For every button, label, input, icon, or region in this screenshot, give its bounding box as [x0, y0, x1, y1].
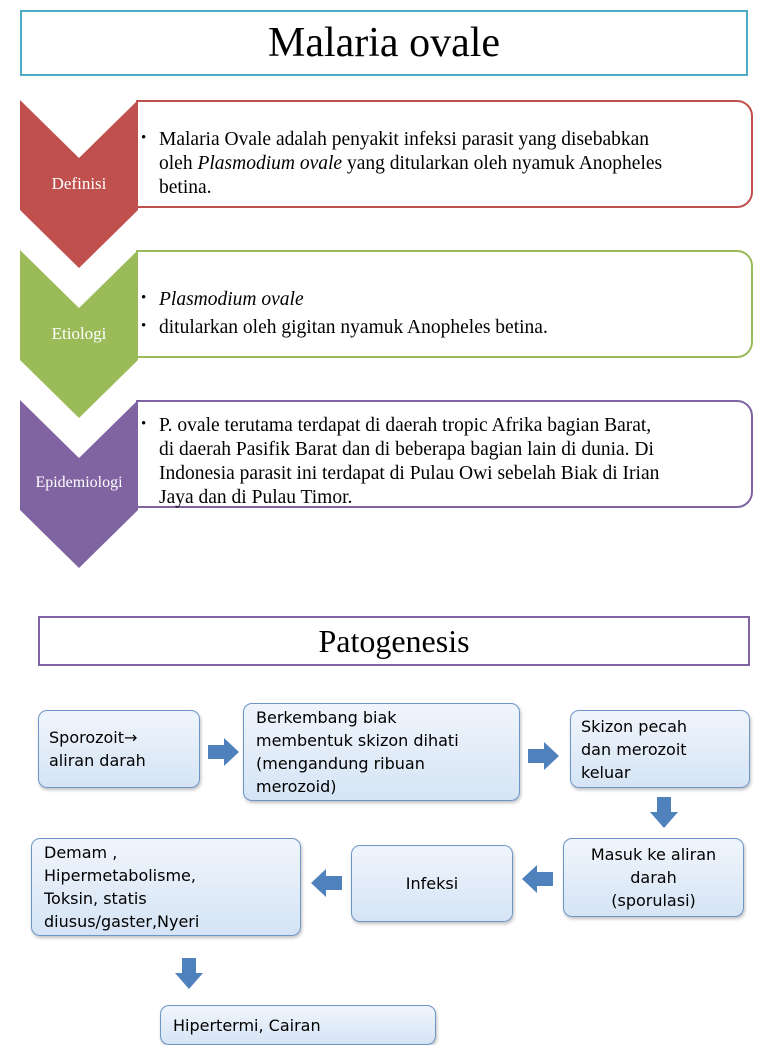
bullet-etiologi-1: •Plasmodium ovale: [141, 289, 304, 310]
flow-box-infeksi: Infeksi: [351, 845, 513, 922]
arrow-right-icon: [208, 738, 239, 766]
flow-box-demam: Demam , Hipermetabolisme, Toksin, statis…: [31, 838, 301, 936]
card-etiologi: •Plasmodium ovale •ditularkan oleh gigit…: [136, 250, 753, 358]
flow-box-skizon: Skizon pecah dan merozoit keluar: [570, 710, 750, 788]
flow-text-masuk: Masuk ke aliran darah (sporulasi): [590, 845, 717, 910]
section-label-definisi: Definisi: [51, 174, 107, 193]
flow-text-skizon: Skizon pecah dan merozoit keluar: [581, 716, 688, 782]
arrow-left-icon: [522, 865, 553, 893]
bullet-definisi: •Malaria Ovale adalah penyakit infeksi p…: [141, 129, 663, 198]
chevron-definisi: Definisi: [20, 100, 138, 268]
flow-box-masuk: Masuk ke aliran darah (sporulasi): [563, 838, 744, 917]
flow-text-berkembang: Berkembang biak membentuk skizon dihati …: [256, 708, 459, 796]
flow-box-sporozoit: Sporozoit→ aliran darah: [38, 710, 200, 788]
arrow-down-icon: [175, 958, 203, 989]
flow-box-hipertermi: Hipertermi, Cairan: [160, 1005, 436, 1045]
chevron-etiologi: Etiologi: [20, 250, 138, 418]
arrow-right-icon: [528, 742, 559, 770]
bullet-epidemiologi: •P. ovale terutama terdapat di daerah tr…: [141, 415, 660, 508]
card-epidemiologi: •P. ovale terutama terdapat di daerah tr…: [136, 400, 753, 508]
card-definisi: •Malaria Ovale adalah penyakit infeksi p…: [136, 100, 753, 208]
section-title-patogenesis: Patogenesis: [38, 616, 750, 666]
flow-box-berkembang: Berkembang biak membentuk skizon dihati …: [243, 703, 520, 801]
page-title: Malaria ovale: [20, 10, 748, 76]
chevron-epidemiologi: Epidemiologi: [20, 400, 138, 568]
flow-text-infeksi: Infeksi: [405, 874, 459, 893]
bullet-etiologi-2: •ditularkan oleh gigitan nyamuk Anophele…: [141, 317, 548, 338]
section-label-epidemiologi: Epidemiologi: [35, 474, 123, 491]
arrow-down-icon: [650, 797, 678, 828]
flow-text-sporozoit: Sporozoit→ aliran darah: [49, 728, 146, 770]
flow-text-demam: Demam , Hipermetabolisme, Toksin, statis…: [44, 843, 200, 931]
section-label-etiologi: Etiologi: [51, 324, 107, 343]
arrow-left-icon: [311, 869, 342, 897]
flow-text-hipertermi: Hipertermi, Cairan: [173, 1016, 321, 1035]
